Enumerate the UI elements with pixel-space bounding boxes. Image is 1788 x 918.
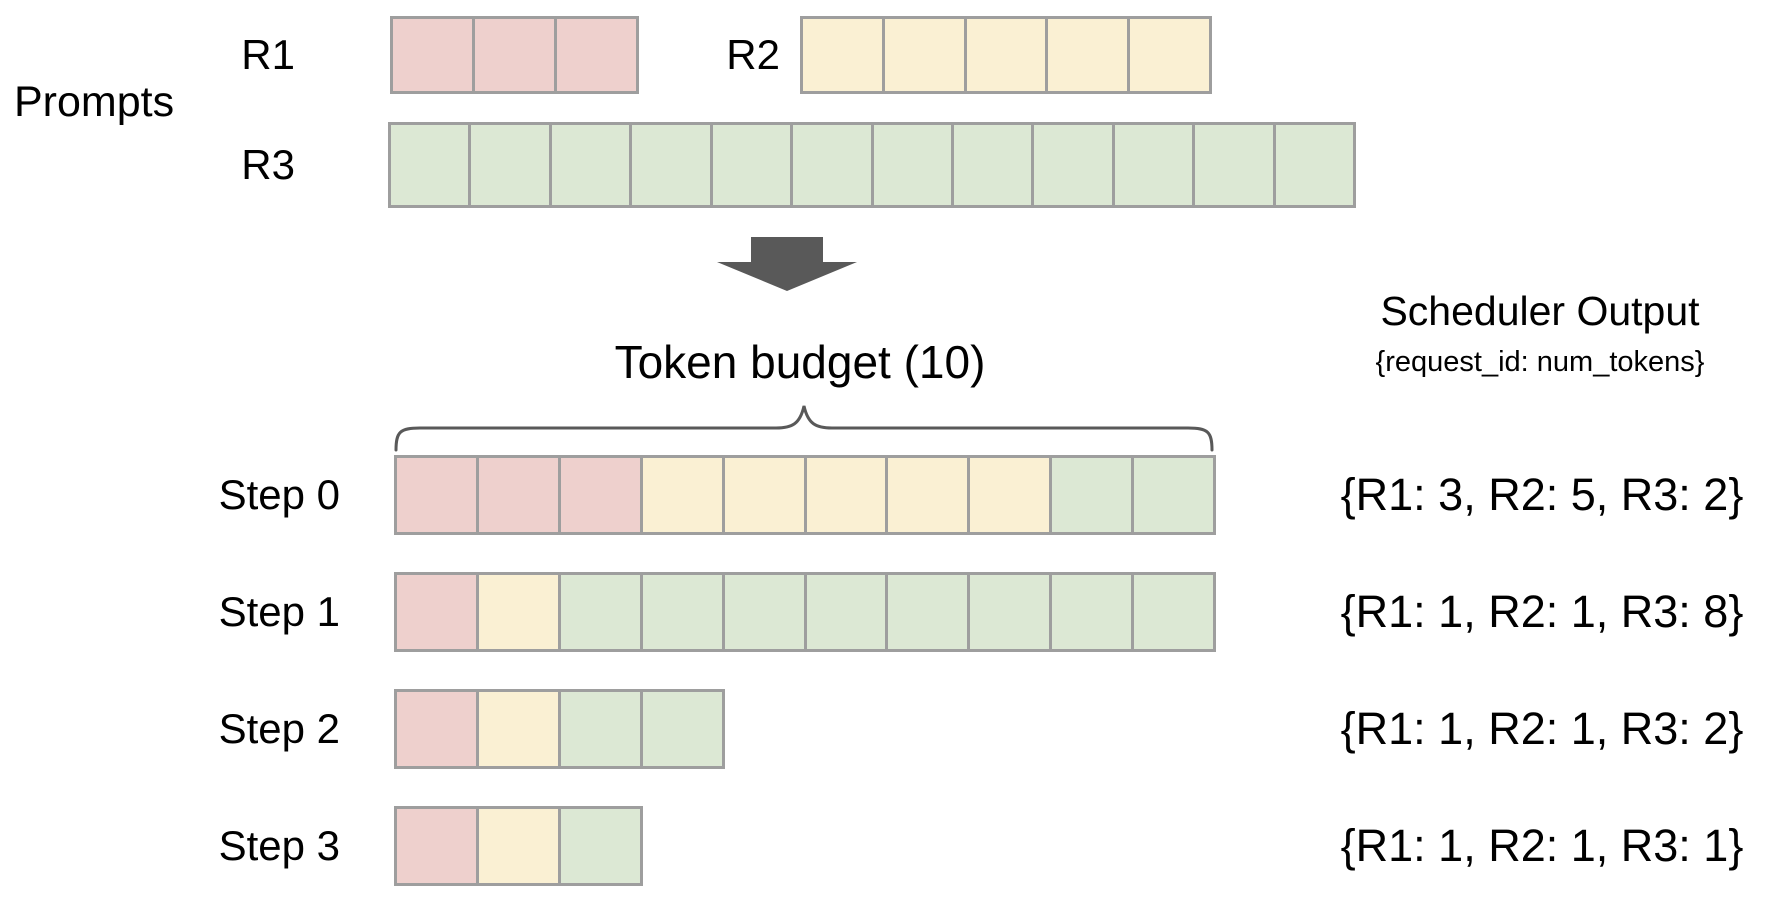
token-cell-r3 <box>885 575 968 649</box>
token-cell-r3 <box>640 692 722 766</box>
token-cell-r3 <box>639 575 722 649</box>
token-cell-r2 <box>475 575 558 649</box>
scheduler-output-value-0: {R1: 3, R2: 5, R3: 2} <box>1340 469 1744 521</box>
token-cell-r3 <box>1131 575 1214 649</box>
token-cell-r3 <box>1131 458 1214 532</box>
token-cell-r2 <box>476 692 558 766</box>
scheduler-output-value-2: {R1: 1, R2: 1, R3: 2} <box>1340 703 1744 755</box>
token-cell-r3 <box>558 692 640 766</box>
token-row-step-1 <box>394 572 1216 652</box>
step-label-1: Step 1 <box>218 587 340 635</box>
token-cell-r3 <box>709 125 791 205</box>
token-cell-r3 <box>1192 125 1273 205</box>
token-row-step-2 <box>394 689 725 769</box>
request-label-r3: R3 <box>241 140 295 188</box>
token-cell-r2 <box>639 458 722 532</box>
token-cell-r3 <box>629 125 710 205</box>
step-label-0: Step 0 <box>218 470 340 518</box>
down-arrow-icon <box>710 235 865 295</box>
token-cell-r2 <box>721 458 804 532</box>
request-label-r1: R1 <box>241 30 295 78</box>
step-label-2: Step 2 <box>218 704 340 752</box>
token-row-step-0 <box>394 455 1216 535</box>
token-cell-r2 <box>803 19 882 91</box>
token-cell-r3 <box>1049 575 1132 649</box>
token-cell-r2 <box>1045 19 1128 91</box>
token-cell-r1 <box>472 19 554 91</box>
token-cell-r3 <box>1111 125 1193 205</box>
token-cell-r1 <box>397 458 476 532</box>
token-cell-r2 <box>1127 19 1209 91</box>
token-row-step-3 <box>394 806 643 886</box>
token-cell-r3 <box>1272 125 1354 205</box>
token-cell-r1 <box>393 19 472 91</box>
scheduler-output-subtitle: {request_id: num_tokens} <box>1375 346 1705 379</box>
token-cell-r1 <box>397 692 476 766</box>
token-cell-r3 <box>790 125 871 205</box>
token-cell-r3 <box>391 125 469 205</box>
scheduler-output-value-1: {R1: 1, R2: 1, R3: 8} <box>1340 586 1744 638</box>
token-cell-r1 <box>557 458 640 532</box>
curly-brace-icon <box>394 404 1214 452</box>
token-row-r3 <box>388 122 1356 208</box>
token-cell-r2 <box>967 458 1050 532</box>
token-cell-r3 <box>967 575 1050 649</box>
token-cell-r2 <box>803 458 886 532</box>
token-cell-r2 <box>476 809 558 883</box>
token-row-r2 <box>800 16 1212 94</box>
token-cell-r3 <box>548 125 630 205</box>
token-cell-r1 <box>397 575 476 649</box>
token-cell-r2 <box>963 19 1046 91</box>
token-cell-r2 <box>881 19 964 91</box>
token-cell-r3 <box>803 575 886 649</box>
token-cell-r3 <box>468 125 549 205</box>
token-cell-r3 <box>558 809 640 883</box>
token-cell-r3 <box>721 575 804 649</box>
scheduler-output-title: Scheduler Output <box>1380 288 1700 335</box>
token-cell-r3 <box>557 575 640 649</box>
token-cell-r3 <box>870 125 951 205</box>
step-label-3: Step 3 <box>218 821 340 869</box>
prompts-section-label: Prompts <box>14 78 175 127</box>
request-label-r2: R2 <box>726 30 780 78</box>
token-cell-r3 <box>1049 458 1132 532</box>
token-cell-r3 <box>950 125 1032 205</box>
token-cell-r1 <box>554 19 636 91</box>
token-cell-r3 <box>1031 125 1112 205</box>
token-row-r1 <box>390 16 639 94</box>
token-cell-r1 <box>475 458 558 532</box>
token-cell-r2 <box>885 458 968 532</box>
token-cell-r1 <box>397 809 476 883</box>
scheduler-output-value-3: {R1: 1, R2: 1, R3: 1} <box>1340 820 1744 872</box>
token-budget-label: Token budget (10) <box>614 335 986 388</box>
